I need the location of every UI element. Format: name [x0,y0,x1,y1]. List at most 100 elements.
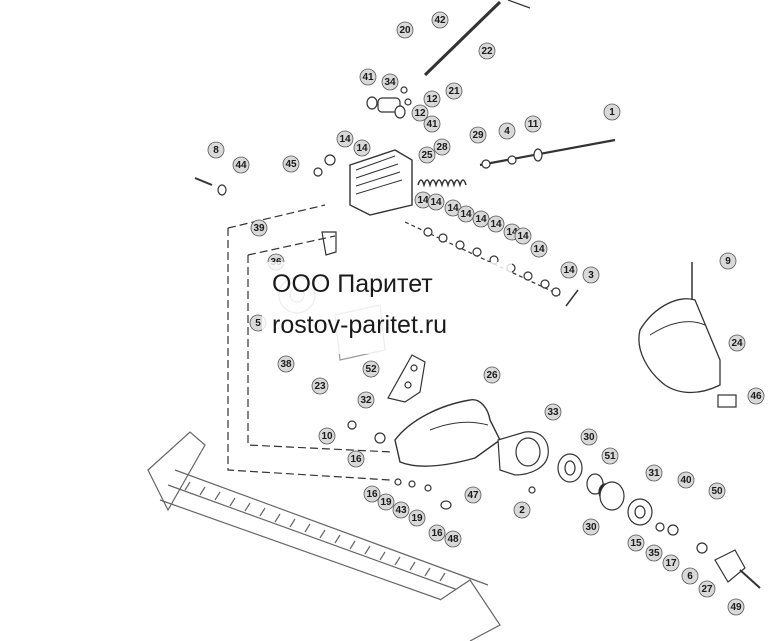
callout-number: 16 [366,489,378,500]
callout-bubble [601,447,619,465]
callout-35: 35 [645,544,663,562]
callout-number: 9 [725,256,731,267]
callout-number: 14 [490,219,502,230]
callout-bubble [681,567,699,585]
callout-bubble [428,524,446,542]
callout-14: 14 [353,139,371,157]
callout-bubble [530,240,548,258]
callout-number: 33 [547,407,559,418]
callout-number: 38 [280,359,292,370]
callout-bubble [423,115,441,133]
callout-number: 14 [417,195,429,206]
callout-bubble [728,334,746,352]
callout-number: 27 [701,584,713,595]
callout-bubble [232,156,250,174]
callout-43: 43 [392,501,410,519]
callout-bubble [483,366,501,384]
callout-34: 34 [381,73,399,91]
callout-number: 34 [384,77,396,88]
callout-number: 31 [648,468,660,479]
callout-39: 39 [250,219,268,237]
callout-number: 29 [472,130,484,141]
callout-bubble [487,215,505,233]
callout-bubble [544,403,562,421]
callout-number: 52 [365,364,377,375]
callout-bubble [353,139,371,157]
callout-bubble [336,130,354,148]
callout-number: 14 [563,265,575,276]
callout-number: 10 [321,431,333,442]
callout-number: 49 [730,602,742,613]
callout-bubble [719,252,737,270]
callout-bubble [582,266,600,284]
callout-20: 20 [396,21,414,39]
callout-number: 19 [411,513,423,524]
callout-14: 14 [514,227,532,245]
callout-number: 14 [506,227,518,238]
callout-number: 45 [285,159,297,170]
callout-51: 51 [601,447,619,465]
callout-12: 12 [411,104,429,122]
callout-14: 14 [530,240,548,258]
callout-bubble [408,509,426,527]
callout-number: 6 [687,571,693,582]
callout-number: 11 [528,119,539,130]
callout-number: 14 [339,134,351,145]
callout-bubble [381,73,399,91]
watermark-company-name: ООО Паритет [272,270,433,298]
callout-bubble [662,554,680,572]
callout-number: 14 [447,203,459,214]
callout-number: 5 [255,318,261,329]
callout-29: 29 [469,126,487,144]
callout-number: 47 [467,490,479,501]
callout-bubble [513,501,531,519]
callout-14: 14 [457,205,475,223]
callout-number: 32 [360,395,372,406]
callout-4: 4 [498,122,516,140]
callout-number: 20 [399,25,411,36]
callout-number: 43 [395,505,407,516]
callout-number: 35 [648,548,660,559]
callout-number: 14 [517,231,529,242]
callout-number: 4 [504,126,510,137]
callout-22: 22 [478,42,496,60]
callout-10: 10 [318,427,336,445]
callout-bubble [427,193,445,211]
callout-number: 19 [380,497,392,508]
callout-bubble [411,104,429,122]
callout-46: 46 [747,387,765,405]
callout-bubble [747,387,765,405]
callout-number: 40 [680,475,692,486]
callout-15: 15 [627,534,645,552]
callout-30: 30 [582,518,600,536]
callout-12: 12 [423,90,441,108]
callout-number: 8 [213,145,219,156]
callout-bubble [524,115,542,133]
callout-17: 17 [662,554,680,572]
callout-bubble [698,580,716,598]
callout-28: 28 [433,138,451,156]
callout-23: 23 [311,377,329,395]
callout-bubble [464,486,482,504]
callout-bubble [423,90,441,108]
callout-bubble [560,261,578,279]
callout-14: 14 [444,199,462,217]
callout-number: 2 [519,505,525,516]
callout-number: 24 [731,338,743,349]
callout-bubble [469,126,487,144]
callout-2: 2 [513,501,531,519]
callout-number: 22 [481,46,493,57]
callout-number: 28 [436,142,448,153]
callout-44: 44 [232,156,250,174]
callout-3: 3 [582,266,600,284]
watermark-website: rostov-paritet.ru [272,311,448,339]
callout-number: 15 [630,538,642,549]
callout-33: 33 [544,403,562,421]
callout-bubble [498,122,516,140]
callout-bubble [359,68,377,86]
callout-bubble [727,598,745,616]
callout-number: 39 [253,223,265,234]
callout-14: 14 [427,193,445,211]
callout-45: 45 [282,155,300,173]
callout-number: 14 [460,209,472,220]
